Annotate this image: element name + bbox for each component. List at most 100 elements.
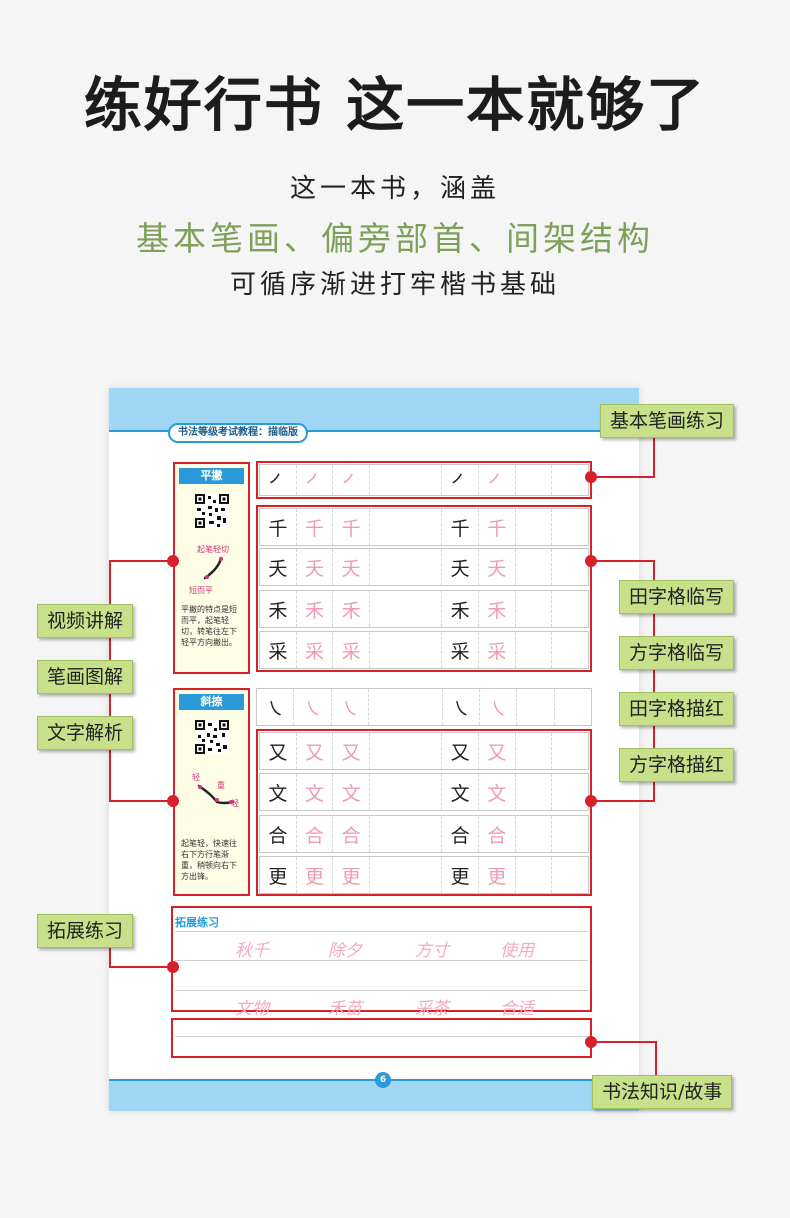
callout-tian-trace: 田字格描红: [619, 692, 735, 726]
stroke-cell: ㇏: [443, 689, 480, 725]
char-cell: 夭: [479, 549, 516, 585]
blank-cell: [517, 689, 555, 725]
stroke-diagram-label-a: 起笔轻切: [197, 545, 229, 554]
char-practice-box-1: [256, 505, 592, 672]
char-cell: 又: [260, 733, 297, 769]
stroke-cell: ㇒: [260, 465, 297, 495]
blank-cell: [516, 591, 553, 627]
char-cell: 文: [479, 774, 516, 810]
char-row: 文 文 文 文 文: [259, 773, 589, 811]
intro-line-2: 基本笔画、偏旁部首、间架结构: [136, 219, 654, 258]
char-cell: 禾: [479, 591, 516, 627]
callout-line: [109, 946, 111, 968]
stroke-diagram-icon: [203, 556, 223, 580]
char-cell: 文: [333, 774, 371, 810]
top-divider: [109, 430, 639, 432]
stroke-cell: ㇒: [442, 465, 480, 495]
char-cell: 更: [333, 857, 371, 893]
blank-cell: [552, 509, 588, 545]
book-header-label: 书法等级考试教程：描临版: [168, 423, 308, 443]
bottom-divider: [109, 1079, 639, 1081]
callout-diagram: 笔画图解: [37, 660, 134, 694]
char-cell: 千: [297, 509, 334, 545]
stroke-panel-title: 斜捺: [179, 694, 244, 710]
blank-cell: [516, 632, 553, 668]
blank-cell: [370, 509, 443, 545]
blank-cell: [516, 774, 553, 810]
blank-cell: [516, 509, 553, 545]
stroke-cell: ㇒: [479, 465, 516, 495]
blank-cell: [552, 591, 588, 627]
char-row: 千 千 千 千 千: [259, 508, 589, 546]
callout-fang-copy: 方字格临写: [619, 636, 735, 670]
char-cell: 又: [297, 733, 334, 769]
blank-cell: [552, 733, 588, 769]
char-cell: 千: [260, 509, 297, 545]
page-title: 练好行书 这一本就够了: [83, 71, 707, 139]
callout-expand-practice: 拓展练习: [37, 914, 134, 948]
blank-cell: [552, 549, 588, 585]
callout-line: [653, 560, 655, 802]
char-practice-box-2: [256, 729, 592, 896]
qr-code-icon[interactable]: [195, 720, 229, 754]
stroke-diagram-label-b: 短而平: [189, 586, 213, 595]
blank-cell: [552, 816, 588, 852]
blank-cell: [552, 465, 588, 495]
blank-cell: [516, 549, 553, 585]
expand-word: 使用: [500, 941, 534, 961]
blank-cell: [370, 816, 443, 852]
callout-line: [591, 800, 655, 802]
expand-word: 采茶: [415, 999, 449, 1019]
ruled-line: [175, 1036, 588, 1037]
stroke-diagram-icon: [197, 784, 235, 805]
page-number: 6: [375, 1072, 391, 1088]
blank-cell: [370, 465, 443, 495]
char-cell: 更: [479, 857, 516, 893]
callout-tian-copy: 田字格临写: [619, 580, 735, 614]
knowledge-box: [171, 1018, 592, 1058]
char-cell: 千: [442, 509, 480, 545]
blank-cell: [516, 733, 553, 769]
char-cell: 千: [479, 509, 516, 545]
char-cell: 禾: [260, 591, 297, 627]
callout-line: [591, 1041, 657, 1043]
blank-cell: [516, 816, 553, 852]
char-cell: 禾: [333, 591, 371, 627]
stroke-panel-1: 平撇 起笔轻切 短而平 平撇的特点是短而平，起笔轻切，转笔往左下轻平方向撇出。: [173, 462, 250, 674]
blank-cell: [555, 689, 591, 725]
stroke-explanation-text: 平撇的特点是短而平，起笔轻切，转笔往左下轻平方向撇出。: [181, 605, 237, 647]
expand-word: 秋千: [235, 941, 269, 961]
char-cell: 合: [297, 816, 334, 852]
char-cell: 夭: [297, 549, 334, 585]
char-cell: 更: [442, 857, 480, 893]
callout-basic-strokes: 基本笔画练习: [600, 404, 735, 438]
char-row: 更 更 更 更 更: [259, 856, 589, 894]
stroke-cell: ㇏: [294, 689, 332, 725]
qr-code-icon[interactable]: [195, 494, 229, 528]
char-cell: 更: [260, 857, 297, 893]
stroke-row: ㇒ ㇒ ㇒ ㇒ ㇒: [259, 464, 589, 496]
char-cell: 合: [479, 816, 516, 852]
callout-line: [109, 966, 169, 968]
char-cell: 千: [333, 509, 371, 545]
callout-line: [591, 476, 655, 478]
stroke-panel-2: 斜捺 轻 重 轻 起笔轻，快速往右下方行笔渐重，稍顿向右下方出锋。: [173, 688, 250, 896]
char-cell: 合: [260, 816, 297, 852]
char-cell: 更: [297, 857, 334, 893]
blank-cell: [370, 591, 443, 627]
stroke-diagram-label-a: 轻: [192, 773, 200, 782]
blank-cell: [370, 857, 443, 893]
char-cell: 采: [333, 632, 371, 668]
callout-line: [109, 800, 169, 802]
char-cell: 采: [479, 632, 516, 668]
char-cell: 夭: [442, 549, 480, 585]
blank-cell: [370, 549, 443, 585]
stroke-explanation-text: 起笔轻，快速往右下方行笔渐重，稍顿向右下方出锋。: [181, 839, 237, 881]
callout-dot: [167, 555, 179, 567]
char-cell: 采: [260, 632, 297, 668]
blank-cell: [369, 689, 443, 725]
stroke-diagram-label-c: 轻: [231, 799, 239, 808]
callout-dot: [167, 795, 179, 807]
callout-fang-trace: 方字格描红: [619, 748, 735, 782]
expand-word: 禾苗: [328, 999, 362, 1019]
